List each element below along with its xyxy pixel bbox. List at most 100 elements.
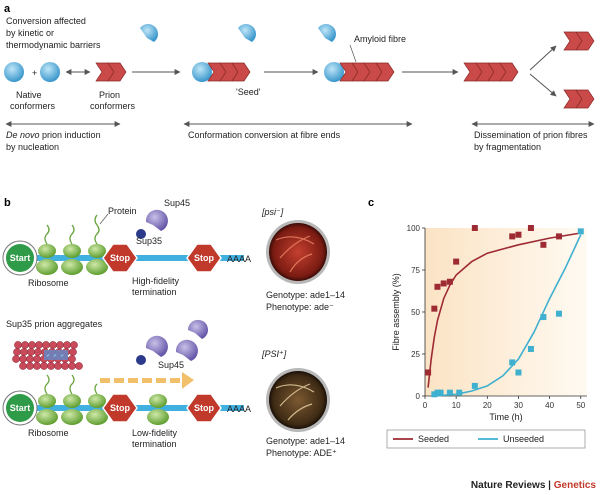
protein-label: Protein (108, 206, 137, 216)
prion-label-1: Prion (99, 90, 120, 100)
panel-b-label: b (4, 197, 11, 209)
series-1-point (555, 310, 562, 317)
aggregate-core (44, 350, 68, 360)
series-0-point (425, 369, 432, 376)
free-monomer-1 (140, 24, 158, 42)
svg-text:Stop: Stop (194, 253, 214, 263)
denovo-line-1: De novo prion induction (6, 130, 101, 140)
seed-monomer (192, 62, 212, 82)
series-1-point (446, 389, 453, 396)
native-label-2: conformers (10, 101, 56, 111)
free-monomer-2 (238, 24, 256, 42)
aggregate-bead (21, 341, 29, 349)
sup35-top-shape (136, 229, 146, 239)
series-1-point (471, 382, 478, 389)
series-1-point (540, 314, 547, 321)
ribosomes-top (36, 214, 108, 275)
aggregate-bead (49, 341, 57, 349)
sup45-bottom-label: Sup45 (158, 360, 184, 370)
legend-unseeded-label: Unseeded (503, 434, 544, 444)
journal-separator: | (545, 480, 553, 491)
panel-a-label: a (4, 3, 11, 15)
aggregate-bead (19, 362, 27, 370)
aggregate-bead (26, 355, 34, 363)
aggregate-bead (26, 362, 34, 370)
aggregates-label: Sup35 prion aggregates (6, 319, 103, 329)
readthrough-arrow (100, 372, 194, 389)
aggregate-bead (27, 348, 35, 356)
start-label-top: Start (10, 253, 31, 263)
series-1-point (456, 389, 463, 396)
aggregate-bead (47, 362, 55, 370)
aggregate-bead (56, 341, 64, 349)
kinetic-note-line-1: Conversion affected (6, 16, 86, 26)
sup35-prion-aggregate (12, 341, 83, 370)
amyloid-monomer (324, 62, 344, 82)
denovo-line-2: by nucleation (6, 142, 59, 152)
series-0-point (471, 225, 478, 231)
dish-bottom (269, 371, 327, 429)
kinetic-note-line-3: thermodynamic barriers (6, 40, 101, 50)
plot-area (425, 228, 587, 396)
y-axis-label: Fibre assembly (%) (391, 273, 401, 351)
stop-codon-top-2: Stop (186, 243, 222, 273)
series-0-point (434, 283, 441, 290)
polya-top: AAAA (227, 254, 251, 264)
y-tick-label: 75 (411, 266, 420, 275)
x-tick-label: 40 (545, 401, 554, 410)
sup45-bottom-shape-1 (145, 335, 168, 357)
phenotype-bottom: Phenotype: ADE⁺ (266, 448, 337, 458)
series-0-point (509, 233, 516, 240)
aggregate-bead (75, 362, 83, 370)
series-1-point (431, 391, 438, 398)
series-0-point (515, 231, 522, 238)
x-tick-label: 10 (452, 401, 461, 410)
series-0-point (446, 278, 453, 285)
series-1-point (434, 389, 441, 396)
aggregate-bead (61, 362, 69, 370)
series-1-fit-line (434, 234, 582, 397)
panel-c-label: c (368, 197, 374, 209)
aggregate-bead (12, 355, 20, 363)
amyloid-pointer (349, 44, 357, 63)
native-label-1: Native (16, 90, 42, 100)
y-tick-label: 25 (411, 350, 420, 359)
start-codon-top (6, 244, 34, 272)
x-axis-label: Time (h) (489, 412, 522, 422)
native-conformer-2 (40, 62, 60, 82)
legend: Seeded Unseeded (386, 429, 586, 449)
stop-codon-bottom-2: Stop (186, 393, 222, 423)
y-tick-label: 50 (411, 308, 420, 317)
fragment-arrow-up (529, 45, 557, 71)
x-tick-label: 50 (576, 401, 585, 410)
genotype-top: Genotype: ade1–14 (266, 290, 345, 300)
polya-bottom: AAAA (227, 404, 251, 414)
svg-text:Stop: Stop (194, 403, 214, 413)
aggregate-bead (19, 355, 27, 363)
series-0-fit-line (427, 232, 581, 388)
series-0-point (540, 241, 547, 248)
legend-seeded-label: Seeded (418, 434, 449, 444)
panel-a: a Conversion affected by kinetic or ther… (4, 3, 595, 152)
protein-pointer (99, 213, 109, 225)
dish-top-streaks (275, 235, 315, 273)
series-1-point (437, 389, 444, 396)
genotype-bottom: Genotype: ade1–14 (266, 436, 345, 446)
dissemination-line-2: by fragmentation (474, 142, 541, 152)
native-conformer-1 (4, 62, 24, 82)
aggregate-bead (54, 362, 62, 370)
series-1-point (515, 369, 522, 376)
kinetic-note-line-2: by kinetic or (6, 28, 54, 38)
panel-b: b Start Protein Ribosome Sup45 Sup35 (2, 197, 345, 458)
dissemination-line-1: Dissemination of prion fibres (474, 130, 588, 140)
series-1-point (527, 345, 534, 352)
series-0-point (431, 305, 438, 312)
prion-label-2: conformers (90, 101, 136, 111)
seed-label: 'Seed' (236, 87, 261, 97)
psi-minus-label: [psi⁻] (261, 207, 284, 217)
aggregate-bead (40, 362, 48, 370)
x-tick-label: 20 (483, 401, 492, 410)
sup35-top-label: Sup35 (136, 236, 162, 246)
